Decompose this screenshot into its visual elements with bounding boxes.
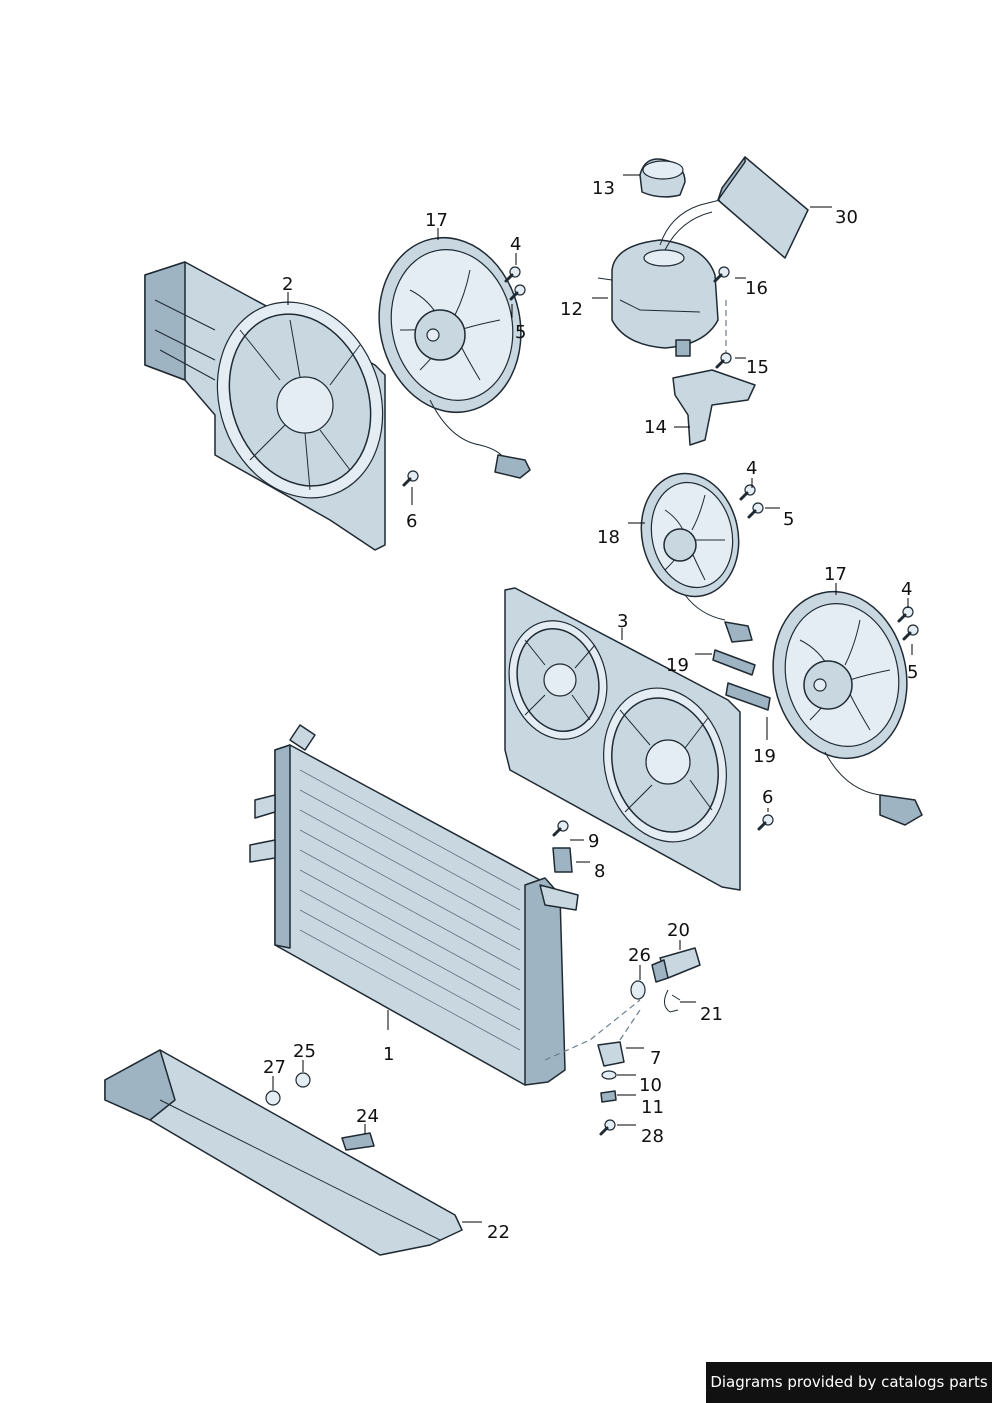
control-unit <box>659 156 809 259</box>
label-27: 27 <box>263 1057 286 1078</box>
bolt-16 <box>713 265 731 283</box>
label-15: 15 <box>746 357 769 378</box>
screw-4a <box>504 265 522 283</box>
o-ring-26 <box>630 980 646 1000</box>
temperature-sender-20 <box>651 947 701 983</box>
label-17-upper: 17 <box>425 210 448 231</box>
tank-bracket <box>672 300 756 446</box>
rubber-pad-19b <box>725 682 771 711</box>
label-28: 28 <box>641 1126 664 1147</box>
air-deflector <box>104 1049 463 1256</box>
label-4-middle: 4 <box>746 458 757 479</box>
label-4-upper: 4 <box>510 234 521 255</box>
label-6-upper: 6 <box>406 511 417 532</box>
label-16: 16 <box>745 278 768 299</box>
label-10: 10 <box>639 1075 662 1096</box>
label-9: 9 <box>588 831 599 852</box>
label-21: 21 <box>700 1004 723 1025</box>
fan-motor-small <box>640 472 753 643</box>
screw-6a <box>402 469 420 487</box>
label-26: 26 <box>628 945 651 966</box>
label-19-lower: 19 <box>753 746 776 767</box>
retaining-clip-21 <box>664 989 681 1013</box>
screw-4c <box>897 605 915 623</box>
label-8: 8 <box>594 861 605 882</box>
bolt-15 <box>715 351 733 369</box>
assembly-line <box>544 999 641 1061</box>
radiator <box>249 724 579 1086</box>
nut-25 <box>295 1072 311 1088</box>
label-5-middle: 5 <box>783 509 794 530</box>
rubber-mount-7 <box>597 1041 625 1067</box>
label-11: 11 <box>641 1097 664 1118</box>
fan-shroud-double <box>504 587 741 891</box>
label-5-right: 5 <box>907 662 918 683</box>
label-17-right: 17 <box>824 564 847 585</box>
label-20: 20 <box>667 920 690 941</box>
callout-labels: 1 2 3 4 4 4 5 5 5 6 6 7 8 9 10 11 12 13 … <box>263 178 918 1243</box>
nut-11 <box>600 1090 617 1103</box>
fan-shroud-single <box>144 261 386 551</box>
leader-lines <box>272 174 913 1223</box>
label-25: 25 <box>293 1041 316 1062</box>
screw-5c <box>902 623 920 641</box>
coolant-expansion-tank <box>597 239 719 357</box>
label-7: 7 <box>650 1048 661 1069</box>
fan-motor-right <box>772 590 923 826</box>
label-6-lower: 6 <box>762 787 773 808</box>
label-2: 2 <box>282 274 293 295</box>
filler-cap <box>639 158 686 198</box>
label-4-right: 4 <box>901 579 912 600</box>
nut-27 <box>265 1090 281 1106</box>
screw-9 <box>552 819 570 837</box>
rubber-pad-19a <box>712 649 756 676</box>
bolt-28 <box>599 1118 617 1136</box>
label-24: 24 <box>356 1106 379 1127</box>
washer-10 <box>601 1070 617 1080</box>
mount-bracket-8 <box>552 847 573 873</box>
label-30: 30 <box>835 207 858 228</box>
label-14: 14 <box>644 417 667 438</box>
screw-5b <box>747 501 765 519</box>
fan-motor-upper <box>378 236 531 479</box>
label-19-upper: 19 <box>666 655 689 676</box>
screw-6b <box>757 813 775 831</box>
label-22: 22 <box>487 1222 510 1243</box>
label-3: 3 <box>617 611 628 632</box>
label-13: 13 <box>592 178 615 199</box>
screw-4b <box>739 483 757 501</box>
label-5-upper: 5 <box>515 322 526 343</box>
label-12: 12 <box>560 299 583 320</box>
label-18: 18 <box>597 527 620 548</box>
label-1: 1 <box>383 1044 394 1065</box>
credit-badge: Diagrams provided by catalogs parts <box>706 1362 992 1403</box>
clip-24 <box>341 1132 375 1151</box>
